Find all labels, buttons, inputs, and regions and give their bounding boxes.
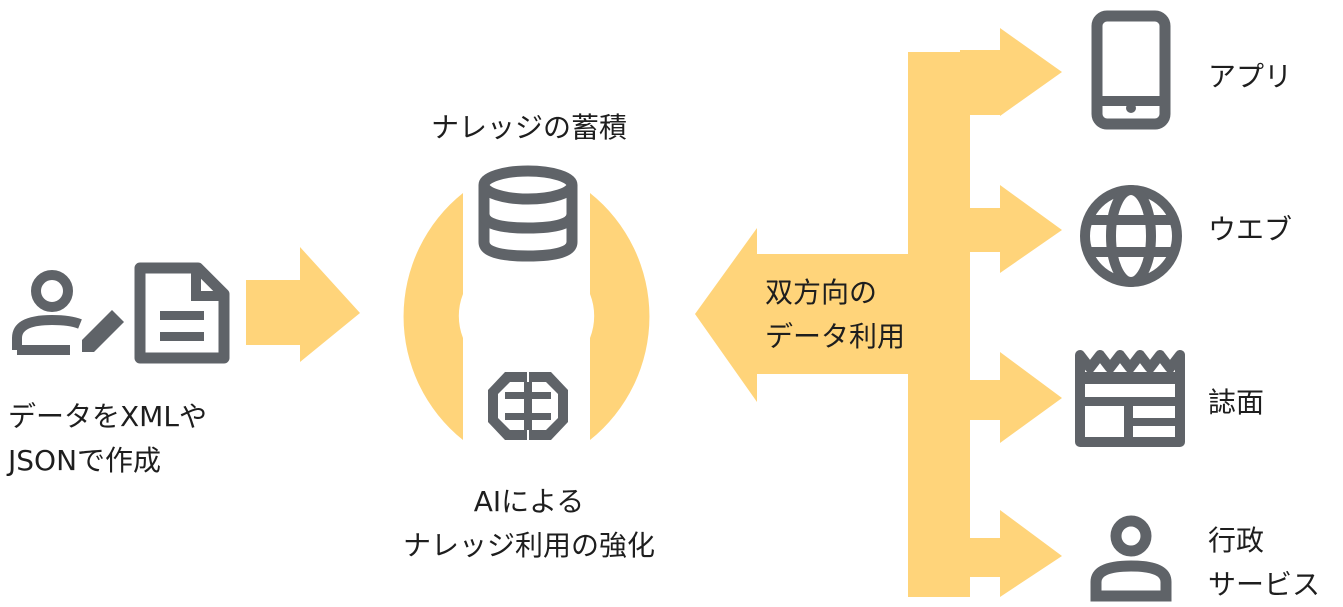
newspaper-icon (1075, 350, 1185, 447)
bidirectional-arrow-label: 双方向の データ利用 (765, 276, 906, 353)
input-label: データをXMLや JSONで作成 (8, 400, 207, 477)
input-arrow (246, 247, 360, 362)
bidirectional-arrow (695, 30, 1060, 597)
person-edit-icon (12, 270, 124, 355)
knowledge-accumulation-label: ナレッジの蓄積 (430, 111, 627, 144)
ai-knowledge-label: AIによる ナレッジ利用の強化 (402, 485, 655, 562)
output-label-magazine: 誌面 (1208, 386, 1265, 419)
branch-arrow-magazine (960, 352, 1062, 443)
knowledge-ring-left (403, 193, 463, 440)
document-icon (134, 262, 230, 364)
output-label-web: ウエブ (1208, 213, 1293, 246)
smartphone-icon (1091, 10, 1171, 130)
person-icon (1090, 515, 1172, 602)
globe-icon (1080, 185, 1182, 287)
output-label-government: 行政 サービス (1208, 524, 1321, 601)
ai-brain-icon (488, 372, 568, 440)
database-icon (478, 165, 578, 262)
branch-arrow-web (960, 185, 1062, 273)
branch-arrow-government (960, 510, 1062, 597)
output-label-app: アプリ (1208, 60, 1293, 93)
knowledge-ring-right (590, 193, 650, 440)
branch-arrow-app (960, 28, 1062, 116)
